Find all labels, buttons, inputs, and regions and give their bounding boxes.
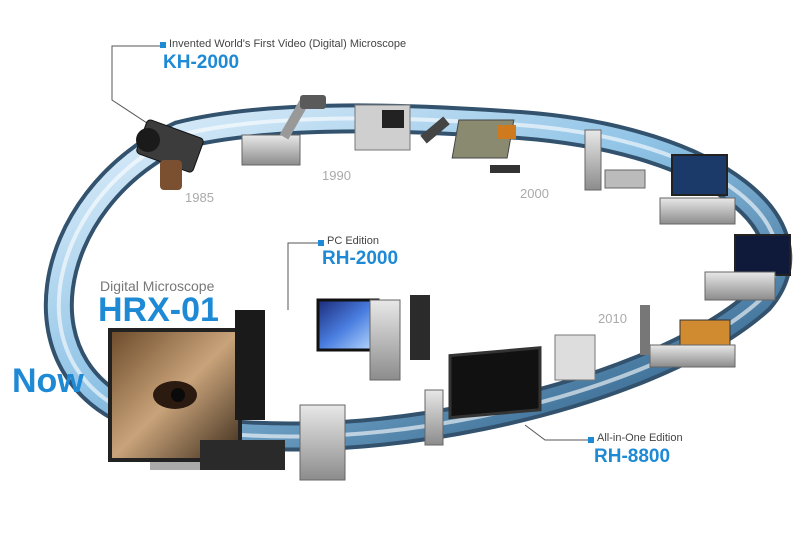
kh2000-bullet xyxy=(160,42,166,48)
device-1990 xyxy=(241,95,326,166)
rh8800-bullet xyxy=(588,437,594,443)
kh2000-caption: Invented World's First Video (Digital) M… xyxy=(169,38,407,50)
rh2000-model: RH-2000 xyxy=(322,248,399,269)
year-1985: 1985 xyxy=(185,190,214,205)
device-laptop xyxy=(659,154,736,225)
device-right-monitor xyxy=(704,234,791,301)
device-scope-tower xyxy=(584,129,646,191)
rh2000-caption: PC Edition xyxy=(327,235,379,247)
hrx01-device xyxy=(108,310,346,481)
leader-lines xyxy=(111,45,590,441)
rh8800-model: RH-8800 xyxy=(594,446,671,467)
year-1990: 1990 xyxy=(322,168,351,183)
year-2000: 2000 xyxy=(520,186,549,201)
hrx01-caption: Digital Microscope xyxy=(100,278,215,294)
device-crt-unit xyxy=(354,104,450,151)
device-2000-console xyxy=(451,119,520,173)
kh2000-model: KH-2000 xyxy=(163,52,240,73)
kh2000-camera-device xyxy=(136,119,204,190)
rh8800-caption: All-in-One Edition xyxy=(597,432,683,444)
year-2010: 2010 xyxy=(598,311,627,326)
now-label: Now xyxy=(12,362,84,400)
device-2010-system xyxy=(640,305,736,368)
rh8800-device xyxy=(424,334,596,446)
rh2000-bullet xyxy=(318,240,324,246)
rh2000-device xyxy=(316,295,430,381)
hrx01-model: HRX-01 xyxy=(98,291,219,329)
